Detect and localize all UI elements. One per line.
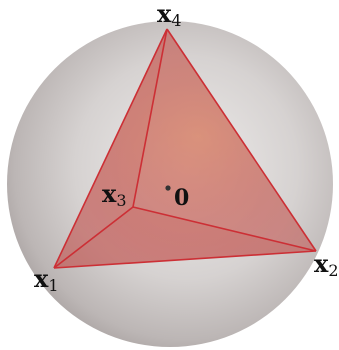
tetrahedron [53, 28, 317, 269]
edge-x3-x4 [132, 28, 168, 208]
vertex-label-x2: x2 [314, 249, 339, 280]
edge-x1-x2 [53, 250, 317, 269]
face-glow [54, 29, 316, 268]
vertex-label-x3: x3 [102, 179, 127, 210]
edge-x2-x3 [132, 206, 317, 252]
edge-x2-x4 [166, 28, 317, 252]
center-label: 0 [174, 185, 189, 211]
edge-x1-x3 [53, 206, 134, 269]
edge-x1-x4 [53, 28, 168, 269]
vertex-label-x4: x4 [157, 0, 182, 30]
vertex-label-x1: x1 [34, 264, 59, 295]
center-dot [165, 185, 171, 191]
